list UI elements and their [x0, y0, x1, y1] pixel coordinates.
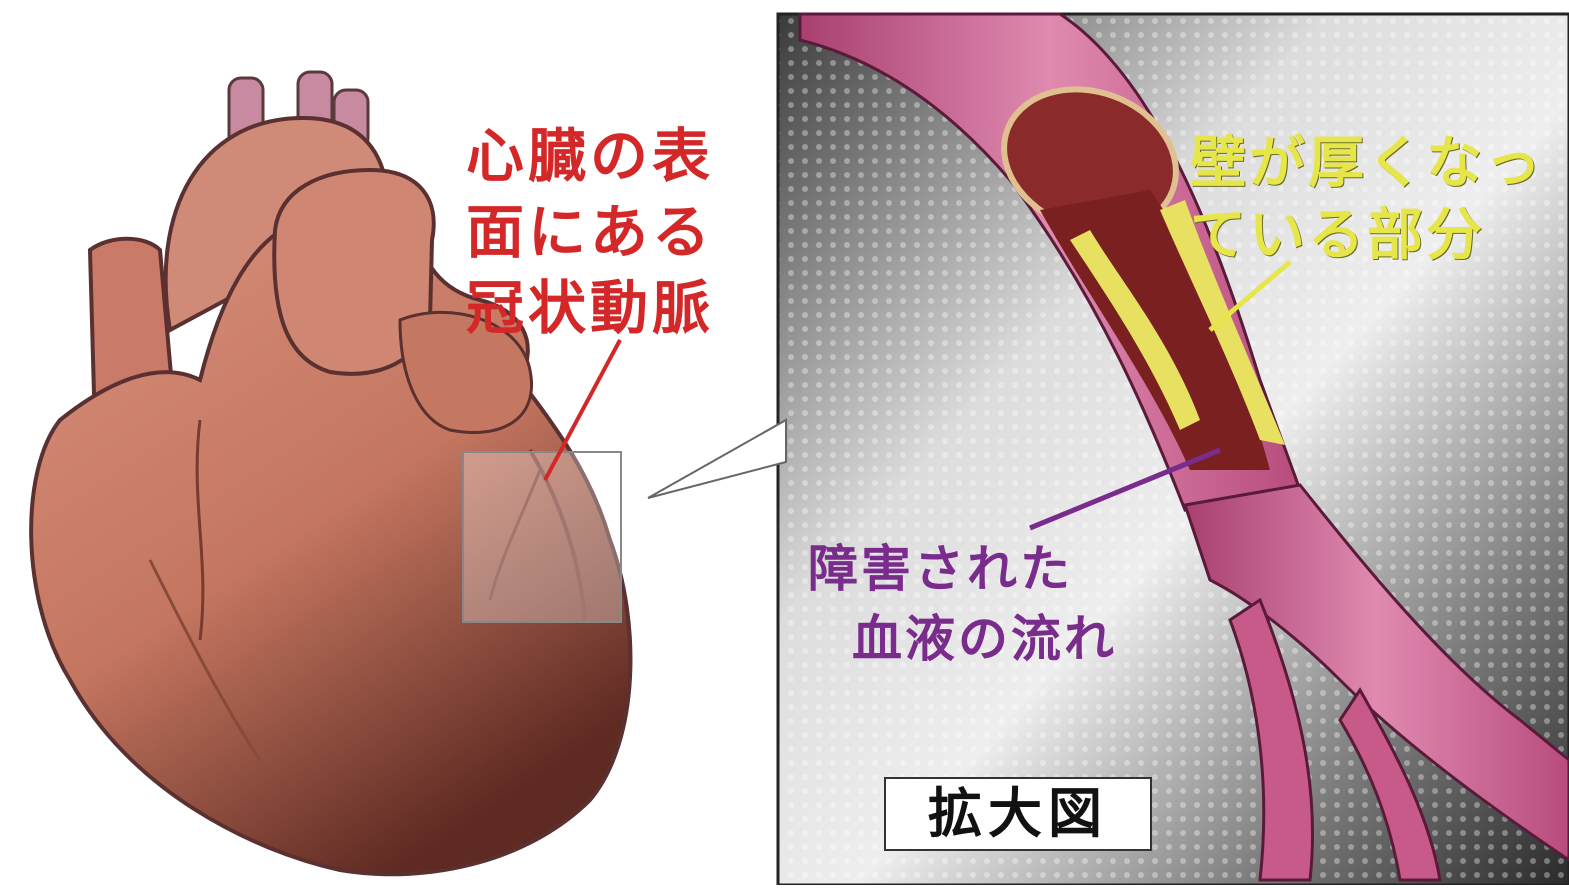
blood-flow-label: 障害された 血液の流れ [808, 534, 1117, 674]
magnified-region-box [463, 452, 621, 622]
label-line: ている部分 [1190, 200, 1544, 272]
zoom-callout-pointer [648, 420, 786, 498]
thick-wall-label: 壁が厚くなっ ている部分 [1190, 128, 1544, 272]
label-line: 壁が厚くなっ [1190, 128, 1544, 200]
heart-surface-coronary-label: 心臓の表 面にある 冠状動脈 [466, 118, 714, 346]
label-line: 血液の流れ [808, 604, 1117, 674]
label-line: 冠状動脈 [466, 270, 714, 346]
label-line: 障害された [808, 534, 1117, 604]
label-line: 面にある [466, 194, 714, 270]
zoom-caption: 拡大図 [884, 777, 1152, 851]
label-line: 心臓の表 [466, 118, 714, 194]
